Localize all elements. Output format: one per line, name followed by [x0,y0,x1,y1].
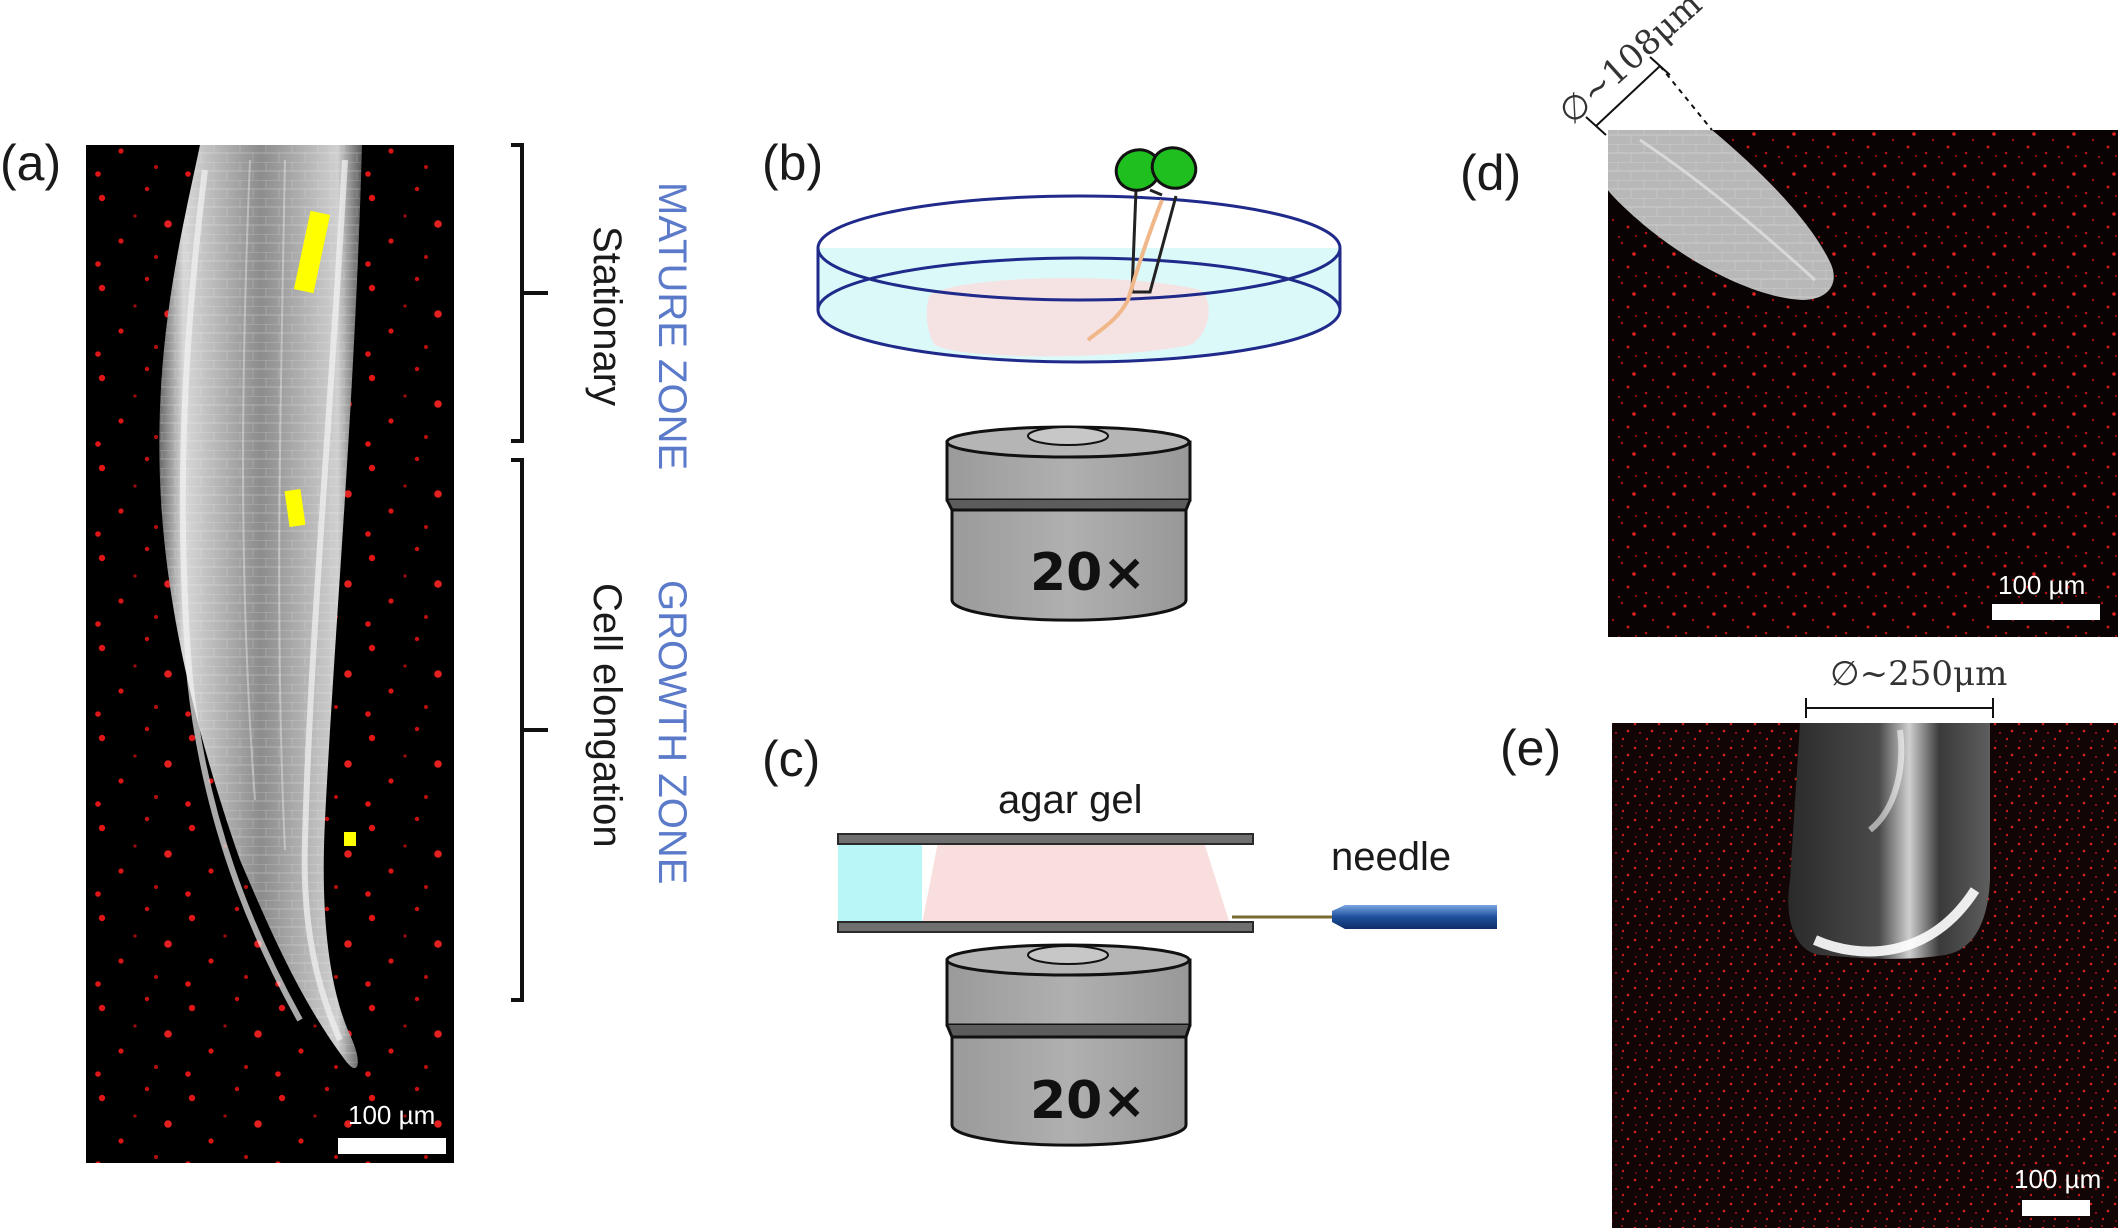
sandwich-chamber [837,833,1254,933]
bracket-growth [511,458,548,1002]
objective-b: 20× [945,425,1192,622]
bottom-slide [837,921,1254,933]
agar-region [922,842,1230,924]
marker-growth-upper [284,489,306,527]
scale-bar-d [1992,604,2100,620]
panel-label-b: (b) [762,135,823,191]
scale-label-e: 100 µm [2014,1164,2101,1194]
stationary-label: Stationary [585,226,629,406]
micrograph-a [86,145,454,1163]
diameter-annotation-d: ∅~108μm [1551,0,1713,136]
panel-e: (e) 100 µm ∅~250μm [1500,654,2118,1228]
marker-growth-lower [344,832,356,846]
micrograph-e [1612,723,2118,1228]
bracket-mature [511,143,548,443]
micrograph-d [1608,130,2118,637]
objective-c: 20× [945,943,1192,1147]
agar-gel-label: agar gel [998,778,1143,822]
diameter-annotation-e: ∅~250μm [1805,654,2007,718]
seedling [1086,146,1198,342]
scale-label-d: 100 µm [1998,570,2085,600]
agar-blob-b [926,278,1209,357]
needle [1232,905,1497,929]
scale-bar-a [338,1138,446,1154]
growth-zone-label: GROWTH ZONE [650,580,694,884]
marker-mature [293,210,331,294]
panel-c: (c) agar gel needle 20× [762,731,1497,1147]
panel-a: (a) 100 µm [0,135,454,1163]
panel-d: (d) 100 µm ∅~108μm [1460,0,2118,637]
scale-label-a: 100 µm [348,1100,435,1130]
top-slide [837,833,1254,845]
panel-label-c: (c) [762,731,820,787]
objective-label-b: 20× [1030,543,1146,603]
water-region [838,842,922,924]
cell-elongation-label: Cell elongation [585,583,629,848]
panel-label-d: (d) [1460,145,1521,201]
leaf-right [1150,146,1198,190]
mature-zone-label: MATURE ZONE [650,182,694,470]
diameter-label-e: ∅~250μm [1830,654,2007,694]
panel-b: (b) 20× [762,135,1342,622]
needle-label: needle [1331,835,1451,879]
objective-label-c: 20× [1030,1071,1146,1131]
scale-bar-e [2022,1200,2090,1216]
panel-label-e: (e) [1500,720,1561,776]
zone-brackets: MATURE ZONE Stationary GROWTH ZONE Cell … [511,143,694,1002]
diameter-label-d: ∅~108μm [1551,0,1710,133]
root-b [1086,199,1164,342]
panel-label-a: (a) [0,135,61,191]
root-e [1788,723,1990,959]
petri-dish [816,194,1342,364]
